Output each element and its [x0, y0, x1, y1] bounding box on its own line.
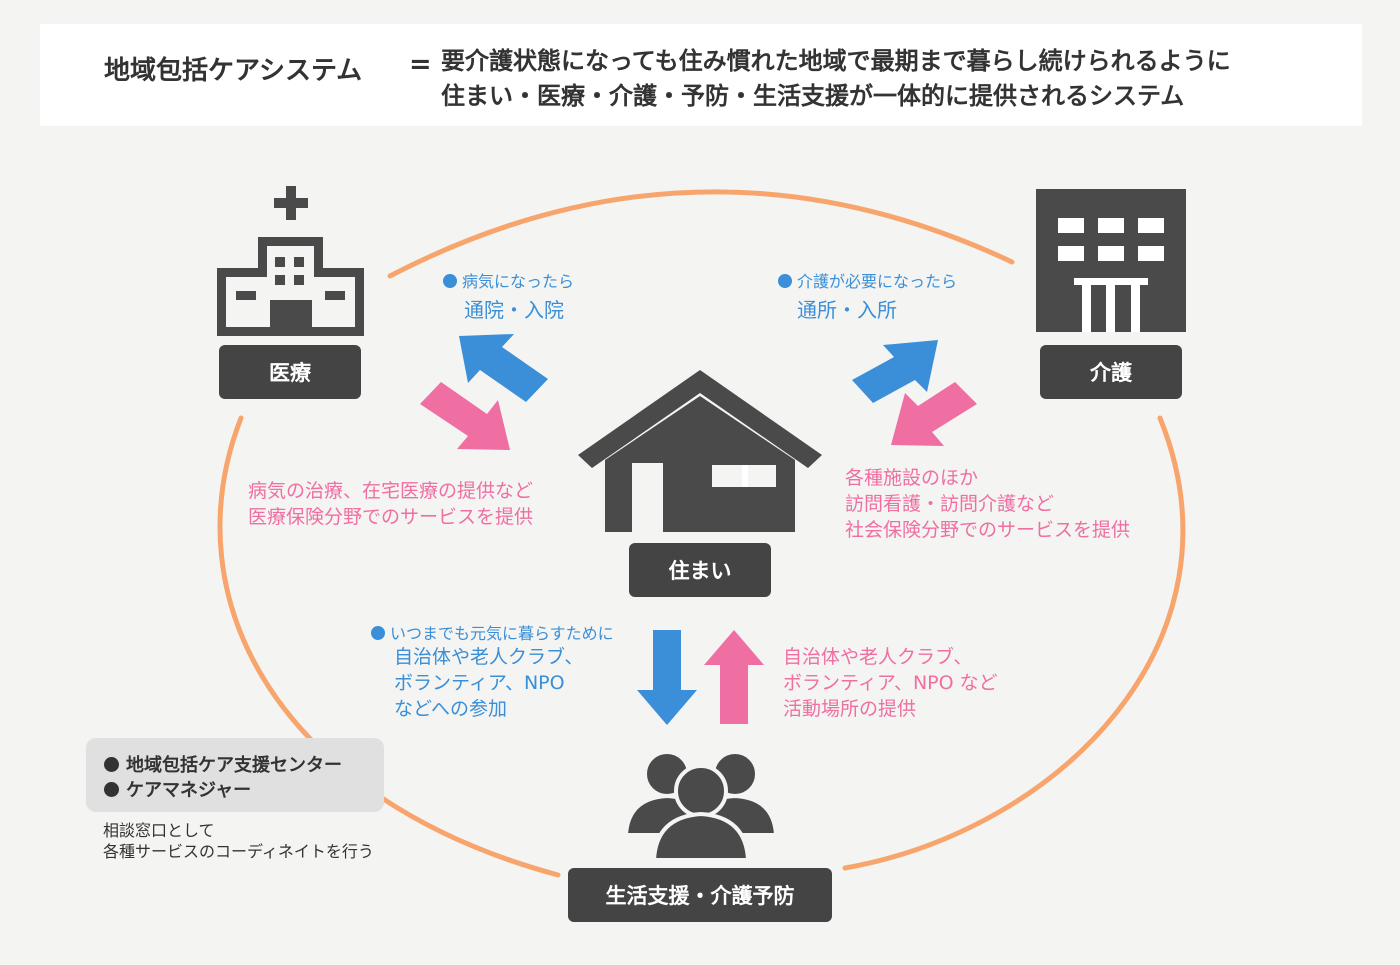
- ring-top-arc: [387, 189, 1015, 279]
- node-medical: 医療: [219, 345, 361, 399]
- support-participate-text: 自治体や老人クラブ、 ボランティア、NPO などへの参加: [394, 646, 584, 720]
- care-provide-text: 各種施設のほか 訪問看護・訪問介護など 社会保険分野でのサービスを提供: [845, 467, 1131, 541]
- arrow-medical-to-home: [420, 382, 510, 450]
- arrow-to-medical: [459, 334, 548, 402]
- hospital-icon: [217, 186, 364, 336]
- node-home: 住まい: [629, 543, 771, 597]
- care-flow-heading: 介護が必要になったら: [778, 268, 957, 292]
- node-support: 生活支援・介護予防: [568, 868, 832, 922]
- people-icon: [623, 750, 779, 862]
- page-title: 地域包括ケアシステム: [104, 56, 363, 86]
- support-flow-heading: いつまでも元気に暮らすために: [371, 620, 614, 644]
- medical-flow-action: 通院・入院: [464, 298, 564, 322]
- equals-sign: =: [409, 49, 432, 80]
- bullet-dot: [778, 274, 792, 288]
- support-provide-text: 自治体や老人クラブ、 ボランティア、NPO など 活動場所の提供: [783, 646, 998, 720]
- node-care: 介護: [1040, 345, 1182, 399]
- bullet-dot: [104, 782, 119, 797]
- medical-flow-heading: 病気になったら: [443, 268, 574, 292]
- arrow-to-care: [852, 340, 938, 403]
- house-icon: [578, 370, 822, 532]
- coordinator-box: [86, 738, 384, 812]
- bullet-dot: [104, 757, 119, 772]
- coordinator-item-center: 地域包括ケア支援センター: [104, 751, 342, 777]
- bullet-dot: [443, 274, 457, 288]
- arrow-care-to-home: [891, 382, 977, 446]
- ring-path: [217, 189, 1186, 878]
- header-banner: [40, 24, 1362, 126]
- definition-line-2: 住まい・医療・介護・予防・生活支援が一体的に提供されるシステム: [441, 82, 1185, 110]
- definition-line-1: 要介護状態になっても住み慣れた地域で最期まで暮らし続けられるように: [441, 47, 1231, 75]
- bullet-dot: [371, 626, 385, 640]
- ring-left-arc: [217, 415, 561, 878]
- care-facility-icon: [1036, 189, 1186, 332]
- arrow-to-support: [637, 630, 697, 725]
- coordinator-note: 相談窓口として 各種サービスのコーディネイトを行う: [103, 821, 374, 861]
- coordinator-item-manager: ケアマネジャー: [104, 776, 251, 802]
- medical-provide-text: 病気の治療、在宅医療の提供など 医療保険分野でのサービスを提供: [248, 480, 534, 528]
- care-flow-action: 通所・入所: [797, 298, 897, 322]
- ring-right-arc: [842, 415, 1186, 871]
- arrow-support-to-home: [704, 630, 764, 724]
